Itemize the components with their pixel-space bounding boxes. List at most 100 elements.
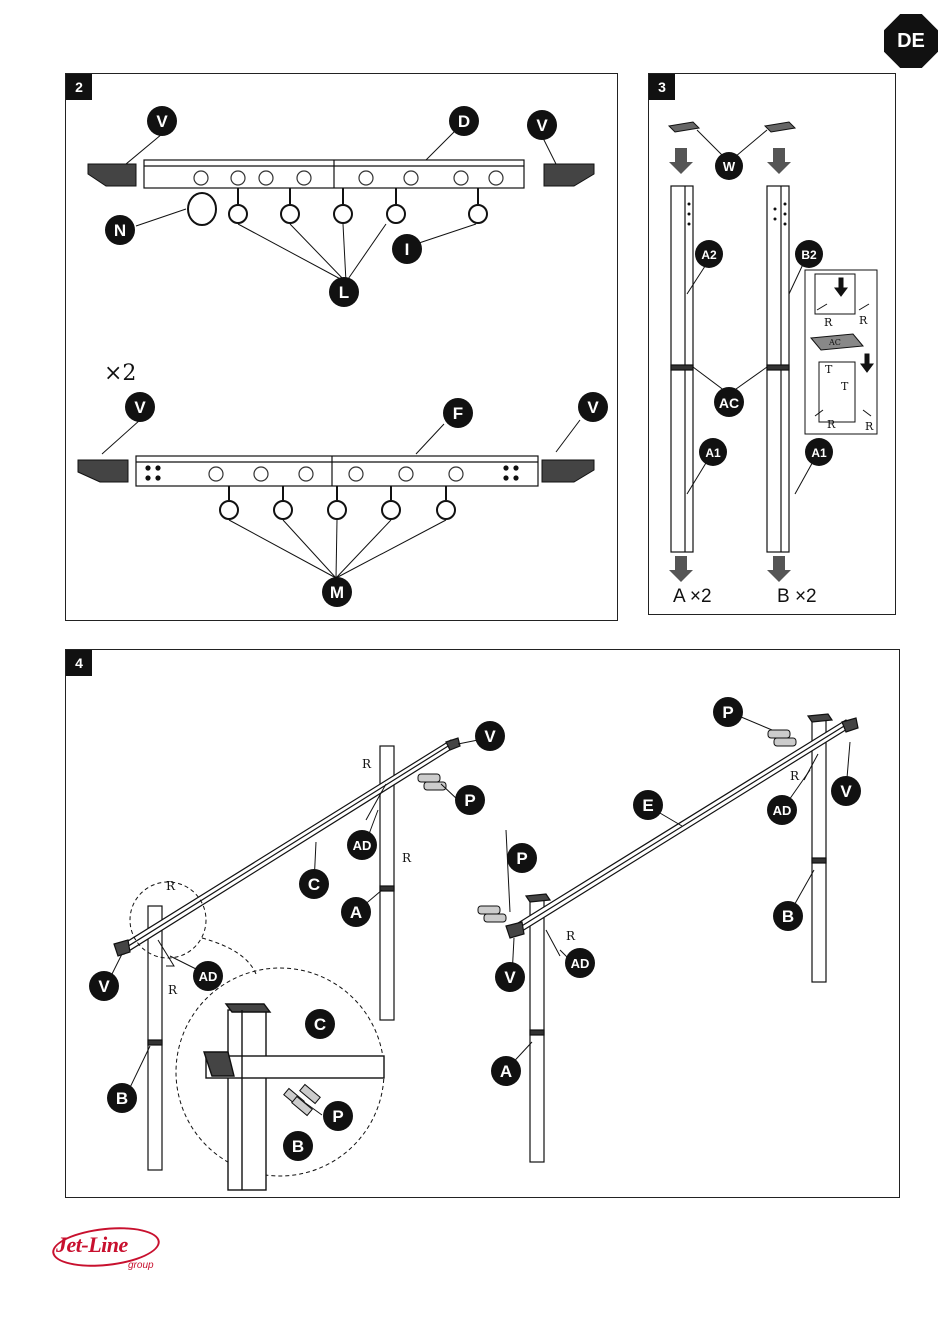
svg-text:R: R	[402, 851, 412, 865]
svg-text:R: R	[859, 314, 868, 327]
svg-text:F: F	[453, 404, 463, 423]
post-a	[671, 186, 693, 552]
step-4-illustration: R R R R R R V P AD C A AD V B C P B P E …	[66, 650, 899, 1197]
svg-text:B2: B2	[801, 248, 817, 262]
svg-text:C: C	[308, 875, 320, 894]
callout-w: W	[715, 152, 743, 180]
end-cap-right-lower	[542, 460, 594, 482]
callout-v-right-bottom: V	[495, 962, 525, 992]
callout-v-2: V	[527, 110, 557, 140]
svg-text:P: P	[516, 849, 527, 868]
svg-text:T: T	[825, 363, 833, 376]
step-3-panel: 3	[648, 73, 896, 615]
brackets	[158, 754, 818, 966]
svg-text:E: E	[642, 796, 653, 815]
callout-v-4: V	[578, 392, 608, 422]
callout-f: F	[443, 398, 473, 428]
left-frame	[114, 738, 460, 1170]
beam-f	[136, 456, 538, 486]
bolts	[418, 730, 796, 922]
svg-text:B: B	[116, 1089, 128, 1108]
svg-text:R: R	[168, 983, 178, 997]
svg-text:A2: A2	[701, 248, 717, 262]
callout-b-zoom: B	[283, 1131, 313, 1161]
svg-text:AD: AD	[353, 838, 372, 853]
svg-text:R: R	[362, 757, 372, 771]
step-2-panel: 2	[65, 73, 618, 621]
svg-text:V: V	[98, 977, 110, 996]
jet-line-logo: Jet-Line group	[52, 1228, 162, 1276]
callout-p-right-top: P	[713, 697, 743, 727]
end-cap-left-lower	[78, 460, 128, 482]
svg-text:I: I	[405, 240, 410, 259]
svg-text:A: A	[350, 903, 362, 922]
svg-text:L: L	[339, 283, 349, 302]
beam-d	[144, 160, 524, 188]
step-2-illustration: ×2 V D V N I L V F V M	[66, 74, 617, 620]
quantity-multiplier: ×2	[104, 361, 136, 386]
svg-text:N: N	[114, 221, 126, 240]
callout-b-left: B	[107, 1083, 137, 1113]
caption-b-times-2: B ×2	[777, 586, 817, 607]
svg-text:V: V	[536, 116, 548, 135]
hooks-lower	[220, 486, 455, 519]
svg-text:B: B	[782, 907, 794, 926]
svg-text:R: R	[566, 929, 576, 943]
end-cap-left-upper	[88, 164, 136, 186]
caption-a-times-2: A ×2	[673, 586, 712, 607]
svg-text:R: R	[827, 418, 836, 431]
svg-text:AD: AD	[199, 969, 218, 984]
callout-m: M	[322, 577, 352, 607]
callout-p-right-bottom: P	[507, 843, 537, 873]
svg-text:AD: AD	[571, 956, 590, 971]
step-4-panel: 4	[65, 649, 900, 1198]
post-b	[767, 186, 789, 552]
svg-text:V: V	[587, 398, 599, 417]
svg-text:R: R	[166, 879, 176, 893]
language-badge: DE	[884, 14, 938, 68]
callout-v-right-top: V	[831, 776, 861, 806]
callout-ad-left-bottom: AD	[193, 961, 223, 991]
svg-text:P: P	[722, 703, 733, 722]
svg-text:W: W	[723, 159, 736, 174]
callout-e: E	[633, 790, 663, 820]
svg-text:P: P	[332, 1107, 343, 1126]
end-cap-right-upper	[544, 164, 594, 186]
callout-b-right: B	[773, 901, 803, 931]
svg-text:T: T	[841, 380, 849, 393]
svg-text:AD: AD	[773, 803, 792, 818]
svg-text:V: V	[840, 782, 852, 801]
callout-n: N	[105, 215, 135, 245]
svg-text:A: A	[500, 1062, 512, 1081]
svg-text:AC: AC	[719, 395, 739, 411]
callout-ad-right-top: AD	[767, 795, 797, 825]
callout-i: I	[392, 234, 422, 264]
svg-text:V: V	[156, 112, 168, 131]
svg-text:R: R	[865, 420, 874, 433]
callout-a1-left: A1	[699, 438, 727, 466]
svg-text:R: R	[824, 316, 833, 329]
callout-c-zoom: C	[305, 1009, 335, 1039]
svg-text:V: V	[484, 727, 496, 746]
callout-ac: AC	[714, 387, 744, 417]
callout-ad-left-top: AD	[347, 830, 377, 860]
callout-a-left: A	[341, 897, 371, 927]
callout-v-1: V	[147, 106, 177, 136]
callout-p-left-top: P	[455, 785, 485, 815]
callout-d: D	[449, 106, 479, 136]
hooks-upper	[188, 188, 487, 225]
svg-text:P: P	[464, 791, 475, 810]
svg-text:R: R	[790, 769, 800, 783]
callout-v-left-top: V	[475, 721, 505, 751]
callout-c: C	[299, 869, 329, 899]
svg-text:D: D	[458, 112, 470, 131]
svg-text:AC: AC	[828, 338, 841, 347]
svg-text:C: C	[314, 1015, 326, 1034]
right-frame	[506, 714, 858, 1162]
callout-v-3: V	[125, 392, 155, 422]
callout-v-left-bottom: V	[89, 971, 119, 1001]
callout-a1-right: A1	[805, 438, 833, 466]
svg-text:V: V	[134, 398, 146, 417]
callout-l: L	[329, 277, 359, 307]
svg-text:V: V	[504, 968, 516, 987]
